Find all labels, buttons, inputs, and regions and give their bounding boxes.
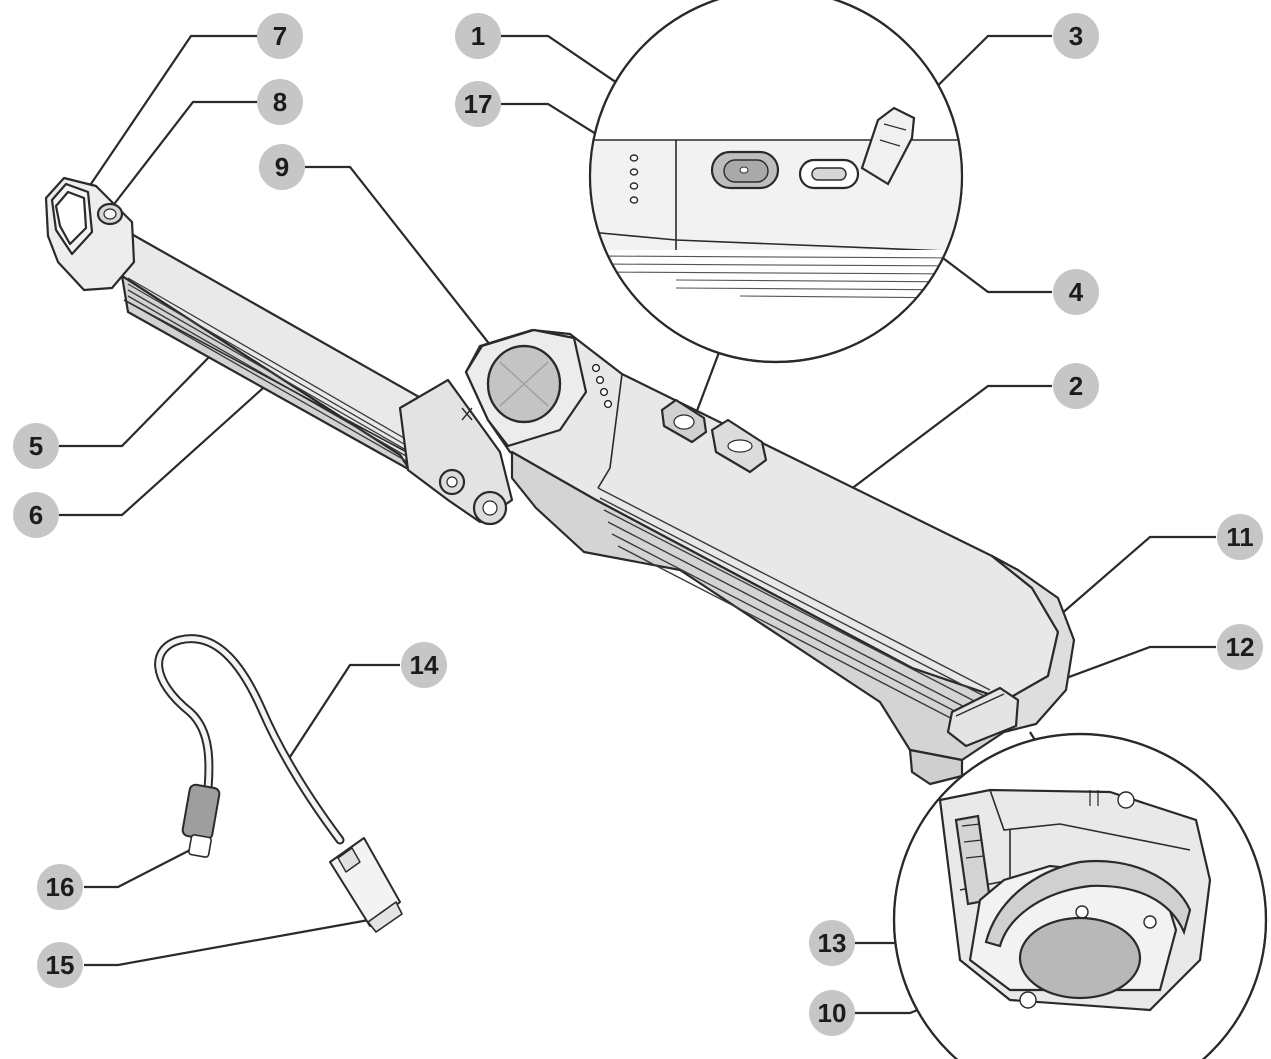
callout-13: 13 <box>809 920 855 966</box>
hinge-mark <box>461 407 473 421</box>
zoom-screws <box>1019 791 1157 1009</box>
callout-label-1: 1 <box>471 21 485 51</box>
callout-8: 8 <box>257 79 303 125</box>
callout-7: 7 <box>257 13 303 59</box>
zoom-port-flap <box>860 106 916 186</box>
callout-14: 14 <box>401 642 447 688</box>
callout-label-4: 4 <box>1069 277 1084 307</box>
callout-11: 11 <box>1217 514 1263 560</box>
zoom-hanging-hook <box>984 859 1192 948</box>
base-foot <box>908 748 964 786</box>
leader-line-9 <box>305 165 525 389</box>
callout-10: 10 <box>809 990 855 1036</box>
callout-5: 5 <box>13 423 59 469</box>
callout-label-10: 10 <box>818 998 847 1028</box>
callout-2: 2 <box>1053 363 1099 409</box>
callout-label-2: 2 <box>1069 371 1083 401</box>
zoom-magnet-pad <box>1018 916 1142 1000</box>
callout-badges: 1 2 3 4 5 6 7 8 9 10 11 12 13 14 15 16 1… <box>13 13 1263 1036</box>
leader-line-16 <box>84 847 195 889</box>
leader-line-11 <box>1051 535 1216 623</box>
callout-label-8: 8 <box>273 87 287 117</box>
callout-3: 3 <box>1053 13 1099 59</box>
usb-c-connector <box>181 783 221 841</box>
leader-line-15 <box>84 916 381 967</box>
callout-15: 15 <box>37 942 83 988</box>
callout-17: 17 <box>455 81 501 127</box>
leader-lines <box>59 34 1216 1015</box>
body-indicator-leds <box>591 363 613 409</box>
magnet-clip <box>946 686 1020 748</box>
end-cap-face <box>54 190 88 246</box>
work-light-device <box>44 176 1076 786</box>
callout-label-11: 11 <box>1226 522 1254 552</box>
callout-1: 1 <box>455 13 501 59</box>
callout-label-12: 12 <box>1226 632 1255 662</box>
callout-label-6: 6 <box>29 500 43 530</box>
callout-label-13: 13 <box>818 928 847 958</box>
callout-4: 4 <box>1053 269 1099 315</box>
callout-label-7: 7 <box>273 21 287 51</box>
extension-arm <box>120 230 446 472</box>
leader-line-6 <box>59 343 313 517</box>
callout-label-9: 9 <box>275 152 289 182</box>
callout-16: 16 <box>37 864 83 910</box>
callout-label-3: 3 <box>1069 21 1083 51</box>
callout-12: 12 <box>1217 624 1263 670</box>
callout-label-16: 16 <box>46 872 75 902</box>
callout-label-5: 5 <box>29 431 43 461</box>
housing-ribs <box>597 487 991 727</box>
leader-line-5 <box>59 351 215 448</box>
leader-line-8 <box>107 100 257 213</box>
rear-end-cap <box>990 554 1076 734</box>
housing-shoulder <box>609 373 623 469</box>
usb-cable <box>154 634 403 933</box>
leader-line-14 <box>287 663 400 761</box>
callout-9: 9 <box>259 144 305 190</box>
callout-label-15: 15 <box>46 950 75 980</box>
callout-label-14: 14 <box>410 650 439 680</box>
leader-line-2 <box>825 384 1052 509</box>
callout-6: 6 <box>13 492 59 538</box>
arm-edge <box>123 299 441 471</box>
zoom-detail-top <box>588 0 964 364</box>
arm-ribs <box>127 277 409 463</box>
callout-label-17: 17 <box>464 89 493 119</box>
zoom-detail-bottom <box>892 732 1268 1059</box>
leader-line-7 <box>71 34 257 213</box>
zoom-indicator-leds <box>629 154 639 204</box>
